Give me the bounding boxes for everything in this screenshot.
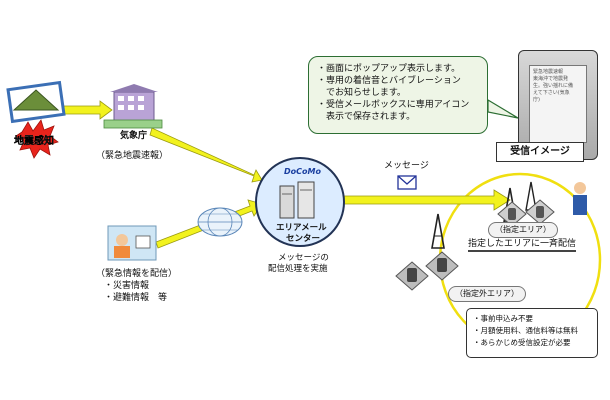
note-item: ・月額使用料、通信料等は無料 [473,326,578,335]
phone-mockup: 緊急地震速報 東海沖で地震発 生。強い揺れに備 えて下さい(気象 庁) [518,50,598,160]
distribute-item-evacuation: ・避難情報 等 [104,293,168,303]
phone-tile-designated-1 [497,201,527,227]
phone-screen-line: 東海沖で地震発 [533,76,569,82]
phone-tile-outside-1 [395,261,429,291]
callout-line: ・専用の着信音とバイブレーション [317,76,461,86]
center-desc-line1: メッセージの [278,253,329,263]
area-mail-center-icon [255,157,345,247]
arrow-center-to-area [343,189,511,211]
receive-image-label: 受信イメージ [496,142,584,162]
distribute-caption: （緊急情報を配信） [96,269,178,279]
tower-icon-3 [431,213,445,249]
phone-screen-line: えて下さい(気象 [533,90,570,96]
notes-box: ・事前申込み不要 ・月額使用料、通信料等は無料 ・あらかじめ受信設定が必要 [466,308,598,358]
note-item: ・あらかじめ受信設定が必要 [473,338,571,347]
center-name-line2: センター [286,234,321,244]
person-icon [573,182,587,215]
phone-screen-line: 生。強い揺れに備 [533,83,574,89]
callout-line: でお知らせします。 [317,88,406,98]
envelope-icon [397,175,417,190]
network-globe-icon [197,207,243,237]
phone-screen: 緊急地震速報 東海沖で地震発 生。強い揺れに備 えて下さい(気象 庁) [529,65,587,143]
phone-tile-designated-2 [525,199,555,225]
distribute-item-disaster: ・災害情報 [104,281,150,291]
jma-building-icon [103,84,163,129]
feature-callout: ・画面にポップアップ表示します。 ・専用の着信音とバイブレーション でお知らせし… [308,56,488,134]
arrow-quake-to-jma [63,100,113,120]
callout-line: ・受信メールボックスに専用アイコン [317,100,470,110]
operator-icon [107,225,157,261]
phone-screen-line: 緊急地震速報 [533,69,564,75]
designated-area-label: （指定エリア） [488,222,558,238]
callout-line: 表示で保存されます。 [317,112,416,122]
quake-label: 地震感知 [14,136,54,147]
broadcast-label: 指定したエリアに一斉配信 [468,238,577,252]
earthquake-icon [6,80,66,159]
docomo-logo: DoCoMo [284,167,321,176]
message-label: メッセージ [384,161,429,171]
note-item: ・事前申込み不要 [473,314,533,323]
outside-area-label: （指定外エリア） [448,286,526,302]
center-desc-line2: 配信処理を実施 [268,264,328,274]
phone-screen-line: 庁) [533,97,540,103]
jma-label: 気象庁 [120,131,148,141]
center-name-line1: エリアメール [276,223,327,233]
callout-pointer [487,98,519,119]
phone-tile-outside-2 [425,251,459,281]
arrow-jma-to-center [149,127,263,183]
eew-caption: （緊急地震速報） [96,151,169,161]
callout-line: ・画面にポップアップ表示します。 [317,64,461,74]
